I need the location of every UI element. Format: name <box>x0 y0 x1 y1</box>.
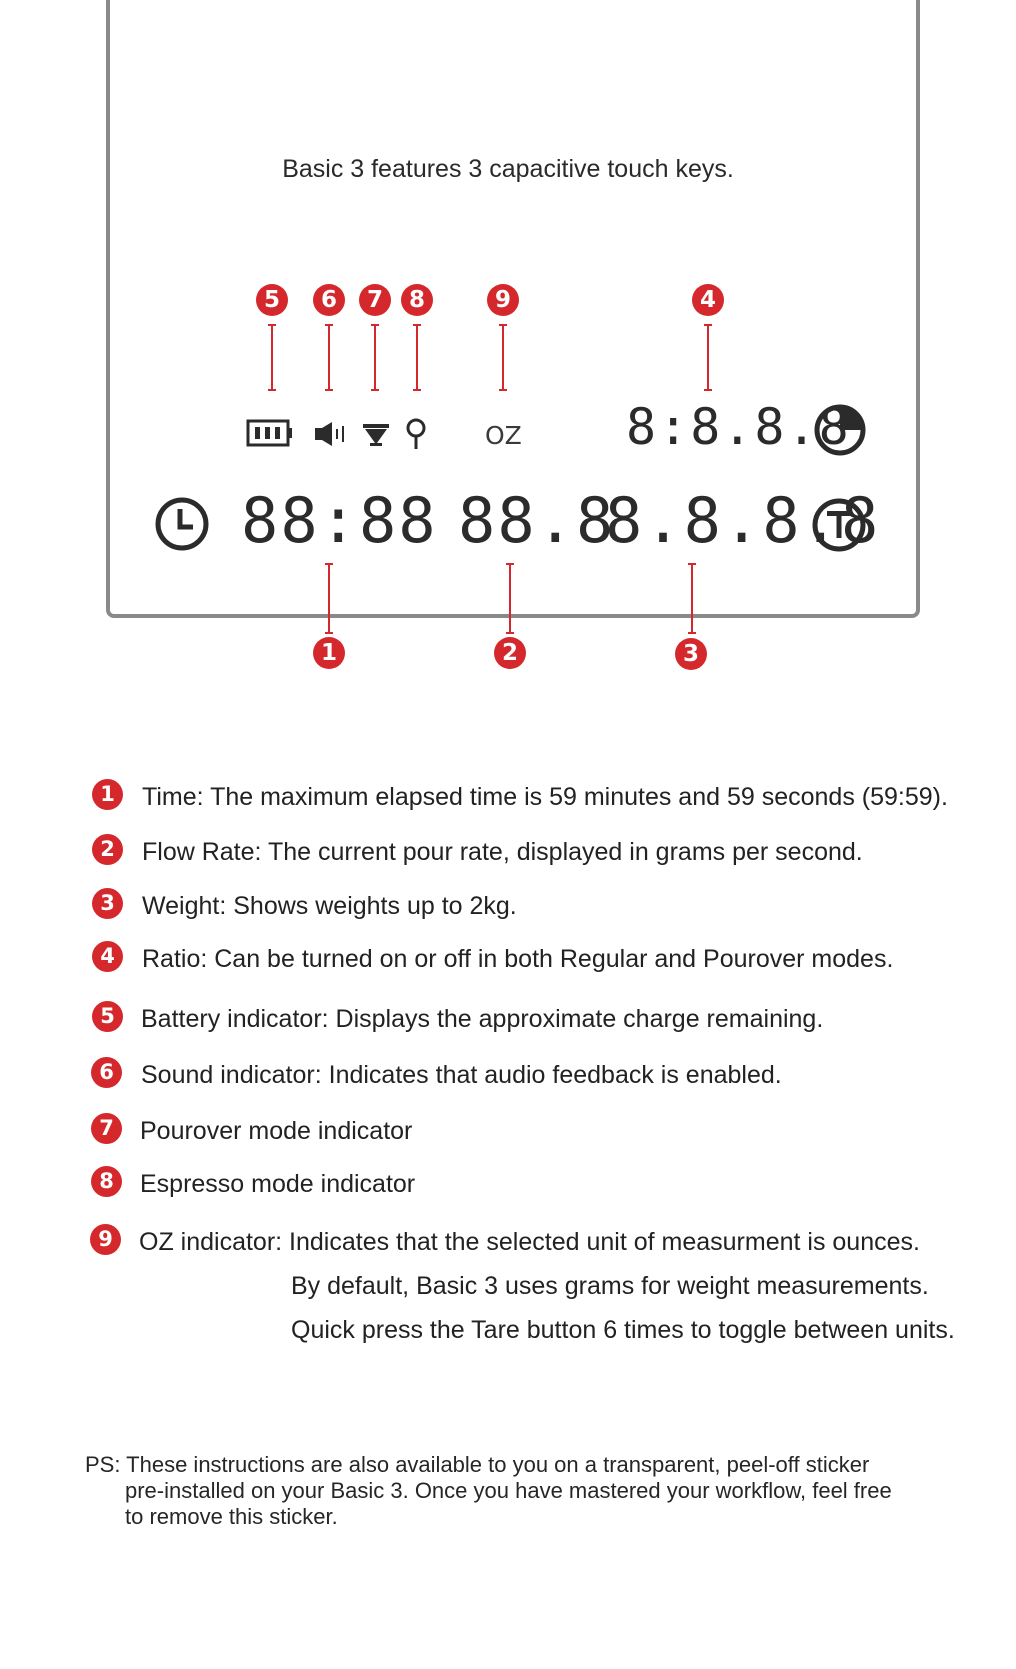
leader-line-2 <box>506 563 514 634</box>
legend-text-espresso: Espresso mode indicator <box>140 1170 416 1198</box>
legend-text-ratio: Ratio: Can be turned on or off in both R… <box>142 945 894 973</box>
callout-6: 6 <box>313 284 345 316</box>
ps-line: PS: These instructions are also availabl… <box>85 1452 870 1477</box>
legend-number: 3 <box>92 888 123 919</box>
leader-line-5 <box>268 324 276 391</box>
oz-indicator: OZ <box>485 421 522 450</box>
oz-note-default-grams: By default, Basic 3 uses grams for weigh… <box>291 1272 929 1300</box>
sound-icon <box>313 420 349 453</box>
battery-icon <box>246 418 294 453</box>
scale-display-panel <box>106 0 920 618</box>
legend-text-pourover: Pourover mode indicator <box>140 1117 413 1145</box>
callout-9: 9 <box>487 284 519 316</box>
tare-power-icon[interactable] <box>810 496 868 559</box>
legend-number: 9 <box>90 1224 121 1255</box>
leader-line-7 <box>371 324 379 391</box>
legend-number: 7 <box>91 1113 122 1144</box>
oz-note-toggle-units: Quick press the Tare button 6 times to t… <box>291 1316 955 1344</box>
espresso-icon <box>404 418 428 455</box>
legend-number: 1 <box>92 779 123 810</box>
time-display: 88:88 <box>241 484 438 557</box>
callout-1: 1 <box>313 637 345 669</box>
pie-timer-icon[interactable] <box>812 402 868 463</box>
legend-text-battery: Battery indicator: Displays the approxim… <box>141 1005 824 1033</box>
clock-icon[interactable] <box>153 495 211 558</box>
callout-7: 7 <box>359 284 391 316</box>
callout-2: 2 <box>494 637 526 669</box>
legend-text-sound: Sound indicator: Indicates that audio fe… <box>141 1061 782 1089</box>
leader-line-6 <box>325 324 333 391</box>
weight-display: 8.8.8.8 <box>605 484 881 557</box>
leader-line-4 <box>704 324 712 391</box>
intro-text: Basic 3 features 3 capacitive touch keys… <box>282 155 734 183</box>
ratio-display: 8:8.8.8 <box>626 398 851 456</box>
legend-number: 6 <box>91 1057 122 1088</box>
leader-line-8 <box>413 324 421 391</box>
leader-line-9 <box>499 324 507 391</box>
leader-line-1 <box>325 563 333 634</box>
legend-number: 2 <box>92 834 123 865</box>
legend-text-weight: Weight: Shows weights up to 2kg. <box>142 892 517 920</box>
legend-text-oz: OZ indicator: Indicates that the selecte… <box>139 1228 920 1256</box>
pourover-icon <box>361 423 391 452</box>
leader-line-3 <box>688 563 696 634</box>
callout-8: 8 <box>401 284 433 316</box>
legend-number: 8 <box>91 1166 122 1197</box>
legend-text-flow-rate: Flow Rate: The current pour rate, displa… <box>142 838 863 866</box>
callout-4: 4 <box>692 284 724 316</box>
legend-number: 5 <box>92 1001 123 1032</box>
ps-line: to remove this sticker. <box>125 1504 338 1529</box>
legend-text-time: Time: The maximum elapsed time is 59 min… <box>142 783 948 811</box>
ps-note: PS: These instructions are also availabl… <box>85 1452 945 1530</box>
callout-5: 5 <box>256 284 288 316</box>
flow-rate-display: 88.8 <box>458 484 616 557</box>
legend-number: 4 <box>92 941 123 972</box>
callout-3: 3 <box>675 638 707 670</box>
ps-line: pre-installed on your Basic 3. Once you … <box>125 1478 892 1503</box>
